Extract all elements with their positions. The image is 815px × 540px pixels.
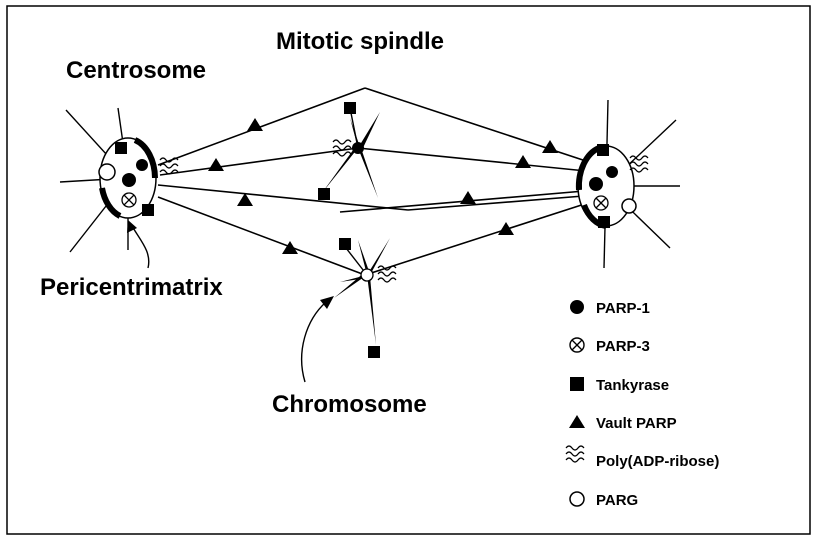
legend-item-vault-parp: Vault PARP <box>569 415 677 432</box>
vault-parp-icon <box>282 241 298 254</box>
pericentrimatrix-arrow <box>132 226 149 268</box>
tankyrase-icon <box>115 142 127 154</box>
tankyrase-icon <box>339 238 351 250</box>
vault-parp-icon <box>498 222 514 235</box>
legend-label: PARP-1 <box>596 300 650 317</box>
chromosome-lower <box>334 238 396 358</box>
parg-icon <box>99 164 115 180</box>
vault-parp-markers <box>208 118 558 254</box>
centrosome-right <box>578 100 680 268</box>
parp3-icon <box>122 193 136 207</box>
vault-parp-icon <box>208 158 224 171</box>
tankyrase-icon <box>368 346 380 358</box>
vault-parp-icon <box>460 191 476 204</box>
centrosome-left <box>60 108 178 252</box>
spindle-fiber <box>408 195 596 210</box>
filled-circle-icon <box>570 300 584 314</box>
legend-item-tankyrase: Tankyrase <box>570 377 669 394</box>
centrosome-label: Centrosome <box>66 57 206 84</box>
legend: PARP-1 PARP-3 Tankyrase Vault PARP Poly(… <box>566 300 719 509</box>
spindle-fiber <box>158 197 365 275</box>
parg-icon <box>622 199 636 213</box>
poly-adp-ribose-icon <box>333 140 351 156</box>
spindle-fiber <box>365 200 597 275</box>
legend-label: Vault PARP <box>596 415 677 432</box>
chromosome-arrow <box>302 302 326 382</box>
chromosome-label: Chromosome <box>272 391 427 418</box>
parp1-icon <box>589 177 603 191</box>
spindle-fiber <box>160 148 358 175</box>
tankyrase-icon <box>318 188 330 200</box>
vault-parp-icon <box>247 118 263 131</box>
legend-label: PARP-3 <box>596 338 650 355</box>
tankyrase-icon <box>597 144 609 156</box>
filled-square-icon <box>570 377 584 391</box>
vault-parp-icon <box>515 155 531 168</box>
legend-label: Poly(ADP-ribose) <box>596 453 719 470</box>
poly-adp-ribose-icon <box>630 156 648 172</box>
legend-item-poly-adp-ribose: Poly(ADP-ribose) <box>566 446 719 470</box>
chromosome-upper <box>318 102 380 200</box>
pointer-arrows <box>127 220 334 382</box>
spindle-fiber <box>358 148 596 172</box>
parp1-icon <box>136 159 148 171</box>
legend-item-parp1: PARP-1 <box>570 300 650 317</box>
mitotic-spindle-label: Mitotic spindle <box>276 28 444 55</box>
open-circle-icon <box>570 492 584 506</box>
parp1-icon <box>352 142 364 154</box>
parp3-icon <box>361 269 373 281</box>
tankyrase-icon <box>142 204 154 216</box>
pericentrimatrix-label: Pericentrimatrix <box>40 274 223 301</box>
parp1-icon <box>606 166 618 178</box>
legend-item-parg: PARG <box>570 492 638 509</box>
parp3-icon <box>594 196 608 210</box>
spindle-fiber <box>365 88 598 165</box>
legend-label: PARG <box>596 492 638 509</box>
filled-triangle-icon <box>569 415 585 428</box>
spindle-fiber <box>158 185 408 210</box>
tankyrase-icon <box>598 216 610 228</box>
squiggle-icon <box>566 446 584 462</box>
legend-label: Tankyrase <box>596 377 669 394</box>
tankyrase-icon <box>344 102 356 114</box>
legend-item-parp3: PARP-3 <box>570 338 650 355</box>
parp1-icon <box>122 173 136 187</box>
